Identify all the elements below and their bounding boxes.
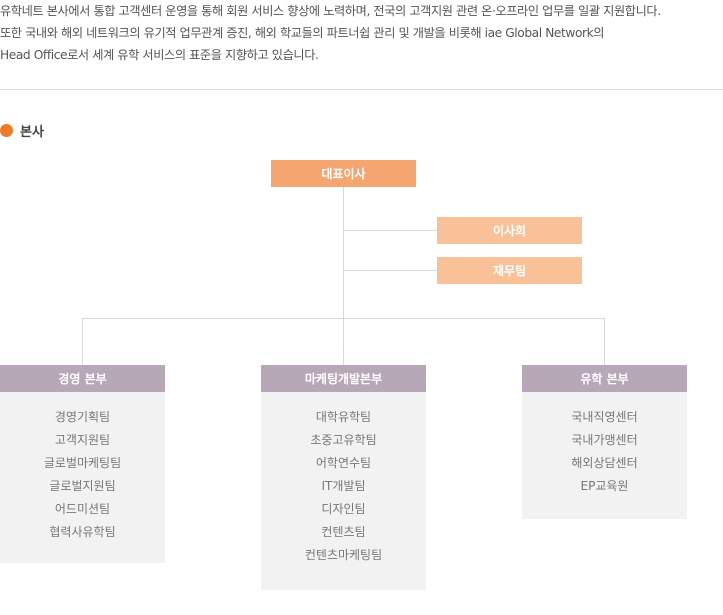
team-item: 대학유학팀 [315,410,372,424]
division-marketing-teams: 대학유학팀 초중고유학팀 어학연수팀 IT개발팀 디자인팀 컨텐츠팀 컨텐츠마케… [261,392,426,590]
connector-finance [344,270,437,271]
section-title: 본사 [0,120,44,140]
team-item: 고객지원팀 [54,433,111,447]
connector-divisions-horizontal [82,318,605,319]
connector-ceo-vertical [343,187,344,365]
board-box: 이사회 [437,217,582,244]
connector-division-3 [604,318,605,365]
division-management-header: 경영 본부 [0,365,165,392]
section-title-label: 본사 [20,124,44,140]
team-item: 어학연수팀 [315,456,372,470]
team-item: 글로벌마케팅팀 [43,456,122,470]
team-item: IT개발팀 [321,479,366,493]
connector-board [344,230,437,231]
division-study-abroad-header: 유학 본부 [522,365,687,392]
team-item: EP교육원 [580,479,629,493]
intro-line-2: 또한 국내와 해외 네트워크의 유기적 업무관계 증진, 해외 학교들의 파트너… [0,26,605,40]
team-item: 경영기획팀 [54,410,111,424]
division-marketing-header: 마케팅개발본부 [261,365,426,392]
intro-line-1: 유학네트 본사에서 통합 고객센터 운영을 통해 회원 서비스 향상에 노력하며… [0,4,661,18]
team-item: 협력사유학팀 [49,525,116,539]
bullet-dot-icon [0,123,13,137]
division-management-teams: 경영기획팀 고객지원팀 글로벌마케팅팀 글로벌지원팀 어드미션팀 협력사유학팀 [0,392,165,563]
team-item: 컨텐츠팀 [321,525,366,539]
team-item: 국내직영센터 [571,410,638,424]
team-item: 글로벌지원팀 [49,479,116,493]
team-item: 해외상담센터 [571,456,638,470]
division-study-abroad-teams: 국내직영센터 국내가맹센터 해외상담센터 EP교육원 [522,392,687,519]
finance-team-box: 재무팀 [437,257,582,284]
team-item: 어드미션팀 [54,502,111,516]
intro-line-3: Head Office로서 세계 유학 서비스의 표준을 지향하고 있습니다. [0,48,319,62]
divider [0,89,723,90]
connector-division-1 [82,318,83,365]
team-item: 컨텐츠마케팅팀 [304,548,383,562]
team-item: 디자인팀 [321,502,366,516]
intro-text: 유학네트 본사에서 통합 고객센터 운영을 통해 회원 서비스 향상에 노력하며… [0,0,723,66]
team-item: 초중고유학팀 [310,433,377,447]
ceo-box: 대표이사 [271,160,416,187]
team-item: 국내가맹센터 [571,433,638,447]
